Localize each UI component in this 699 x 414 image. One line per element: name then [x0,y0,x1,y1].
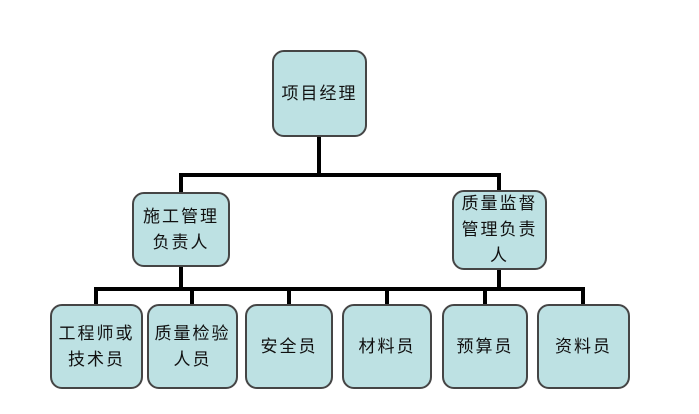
node-label-line: 管理负责 [461,220,538,239]
org-node-project-manager: 项目经理 [272,50,367,137]
connector-drop-quality-inspector [190,289,194,305]
org-node-engineer-or-technician: 工程师或 技术员 [50,304,143,389]
connector-drop-budget-officer [483,289,487,305]
org-node-construction-manager: 施工管理 负责人 [132,192,230,267]
node-label-line: 人员 [173,349,212,369]
node-label-line: 技术员 [68,349,125,369]
node-label-line: 资料员 [555,336,612,356]
node-label-line: 项目经理 [281,83,358,103]
node-label-line: 安全员 [260,336,318,356]
node-label-line: 质量监督 [461,194,538,213]
node-label-line: 预算员 [456,336,514,356]
org-node-material-officer: 材料员 [342,304,432,389]
connector-root-stem [317,136,321,177]
org-node-budget-officer: 预算员 [442,304,528,389]
connector-drop-document-officer [581,289,585,305]
connector-level3-bus [94,287,585,291]
node-label-line: 材料员 [358,336,416,356]
connector-drop-construction-manager [179,175,183,193]
node-label-line: 施工管理 [143,206,219,226]
node-label-line: 人 [490,246,509,265]
org-node-quality-supervision-manager: 质量监督 管理负责 人 [452,190,547,270]
connector-drop-engineer-or-technician [94,289,98,305]
connector-drop-quality-supervision-manager [497,175,501,191]
org-node-document-officer: 资料员 [537,304,630,389]
connector-drop-material-officer [385,289,389,305]
org-node-quality-inspector: 质量检验 人员 [147,304,238,389]
node-label-line: 质量检验 [154,323,231,343]
node-label-line: 工程师或 [58,323,135,343]
connector-stem-construction-manager [179,266,183,289]
connector-stem-quality-supervision-manager [497,269,501,289]
connector-drop-safety-officer [287,289,291,305]
org-node-safety-officer: 安全员 [245,304,333,389]
node-label-line: 负责人 [152,232,210,252]
connector-level2-horizontal [179,173,501,177]
